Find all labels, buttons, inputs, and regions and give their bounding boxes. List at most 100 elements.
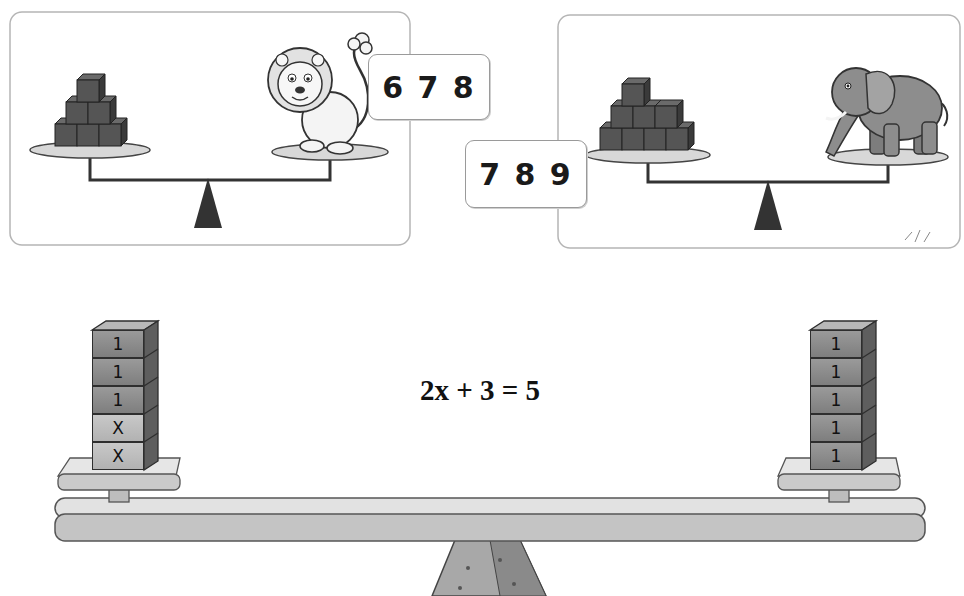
small-cube xyxy=(644,78,650,106)
unit-block: X xyxy=(92,414,144,442)
big-balance xyxy=(778,474,900,490)
small-cube xyxy=(66,102,88,124)
stack-faces xyxy=(862,377,876,386)
small-cube xyxy=(77,124,99,146)
small-cube xyxy=(611,106,633,128)
block-label: X xyxy=(112,418,124,438)
elephant-figure xyxy=(866,71,895,113)
small-cube xyxy=(622,84,644,106)
unit-block: 1 xyxy=(810,330,862,358)
cube-stack-faces xyxy=(92,321,876,470)
big-balance xyxy=(466,566,470,570)
block-label: 1 xyxy=(831,418,842,438)
unit-block: 1 xyxy=(810,358,862,386)
unit-block: 1 xyxy=(92,386,144,414)
stack-faces xyxy=(144,405,158,414)
block-label: 1 xyxy=(831,334,842,354)
elephant-panel xyxy=(754,180,782,230)
big-balance xyxy=(58,474,180,490)
lion-panel xyxy=(194,178,222,228)
unit-block: 1 xyxy=(810,386,862,414)
small-cube xyxy=(622,128,644,150)
elephant-figure xyxy=(826,68,947,156)
unit-block: X xyxy=(92,442,144,470)
small-cubes xyxy=(55,74,127,146)
small-cube xyxy=(688,122,694,150)
stack-faces xyxy=(92,321,158,470)
small-cube xyxy=(666,128,688,150)
stack-faces xyxy=(862,321,876,470)
stack-faces xyxy=(862,405,876,414)
block-label: 1 xyxy=(113,334,124,354)
lion-panel xyxy=(10,12,410,245)
small-cube xyxy=(99,124,121,146)
elephant-figure xyxy=(884,124,899,156)
small-cube xyxy=(77,74,105,102)
unit-block: 1 xyxy=(810,442,862,470)
big-balance xyxy=(55,514,925,541)
big-balance xyxy=(512,582,516,586)
lion-figure xyxy=(304,74,312,82)
small-cube xyxy=(644,128,666,150)
unit-block: 1 xyxy=(810,414,862,442)
block-label: 1 xyxy=(113,362,124,382)
small-cube xyxy=(600,128,622,150)
lion-figure xyxy=(360,42,372,54)
big-balance xyxy=(490,540,546,596)
card-number: 6 7 8 xyxy=(382,70,476,105)
big-balance xyxy=(432,540,546,596)
elephant-figure xyxy=(845,83,851,89)
stack-faces xyxy=(144,433,158,442)
elephant-panel xyxy=(558,15,960,248)
small-cube xyxy=(677,100,683,128)
lion-figure xyxy=(276,54,288,66)
small-cube xyxy=(655,106,677,128)
card-number: 7 8 9 xyxy=(479,157,573,192)
lion-figure xyxy=(312,54,324,66)
lion-figure xyxy=(278,62,322,106)
small-cube xyxy=(99,74,105,102)
stack-faces xyxy=(144,321,158,470)
block-label: X xyxy=(112,446,124,466)
unit-block: 1 xyxy=(92,358,144,386)
small-cube xyxy=(622,78,650,106)
small-cube xyxy=(633,106,655,128)
big-balance xyxy=(55,458,925,596)
elephant-figure xyxy=(847,85,850,88)
block-label: 1 xyxy=(831,390,842,410)
big-balance xyxy=(498,558,502,562)
block-label: 1 xyxy=(113,390,124,410)
unit-block: 1 xyxy=(92,330,144,358)
lion-figure xyxy=(268,33,372,154)
small-cube xyxy=(655,100,683,128)
stack-faces xyxy=(862,433,876,442)
lion-figure xyxy=(348,38,360,50)
stack-faces xyxy=(144,377,158,386)
stack-faces xyxy=(144,349,158,358)
elephant-panel xyxy=(905,230,930,242)
lion-figure xyxy=(292,97,308,100)
big-balance xyxy=(458,586,462,590)
small-cube xyxy=(88,102,110,124)
small-cube xyxy=(121,118,127,146)
block-label: 1 xyxy=(831,362,842,382)
block-label: 1 xyxy=(831,446,842,466)
number-card: 6 7 8 xyxy=(368,54,490,120)
lion-figure xyxy=(306,77,310,81)
small-cube xyxy=(55,124,77,146)
number-card: 7 8 9 xyxy=(465,140,587,208)
lion-figure xyxy=(268,48,332,112)
lion-panel xyxy=(10,12,410,245)
elephant-panel xyxy=(558,15,960,248)
lion-figure xyxy=(288,74,296,82)
lion-figure xyxy=(290,77,294,81)
small-cubes xyxy=(600,78,694,150)
lion-figure xyxy=(300,140,324,152)
stack-faces xyxy=(810,321,876,470)
small-cube xyxy=(77,80,99,102)
lion-figure xyxy=(295,87,305,94)
lion-figure xyxy=(327,142,353,154)
equation-label: 2x + 3 = 5 xyxy=(360,374,600,407)
elephant-figure xyxy=(826,112,846,119)
stack-faces xyxy=(862,349,876,358)
